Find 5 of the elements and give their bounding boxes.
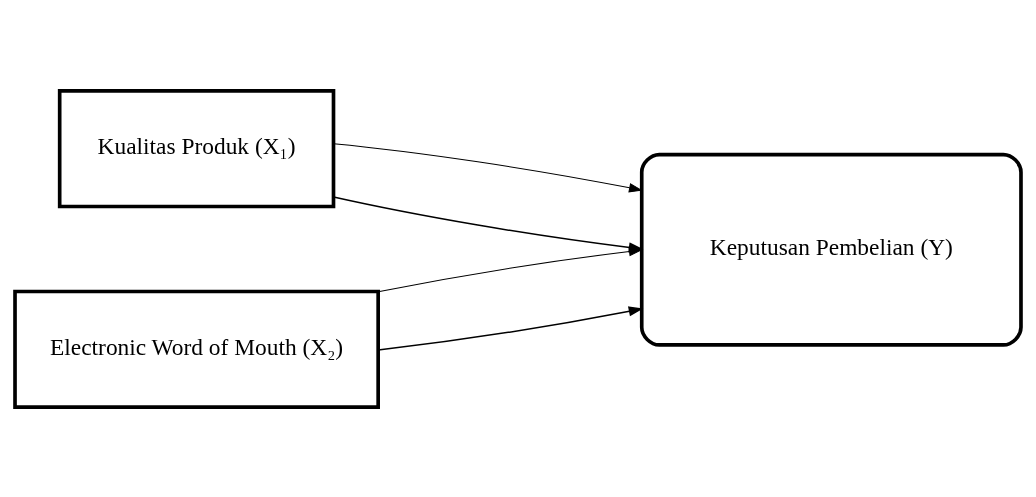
arrow [377, 246, 643, 292]
node-box: Kualitas Produk (X₁) [57, 88, 336, 208]
node-box: Keputusan Pembelian (Y) [639, 152, 1023, 347]
arrow [333, 142, 643, 192]
node-box: Electronic Word of Mouth (X₂) [13, 289, 380, 409]
